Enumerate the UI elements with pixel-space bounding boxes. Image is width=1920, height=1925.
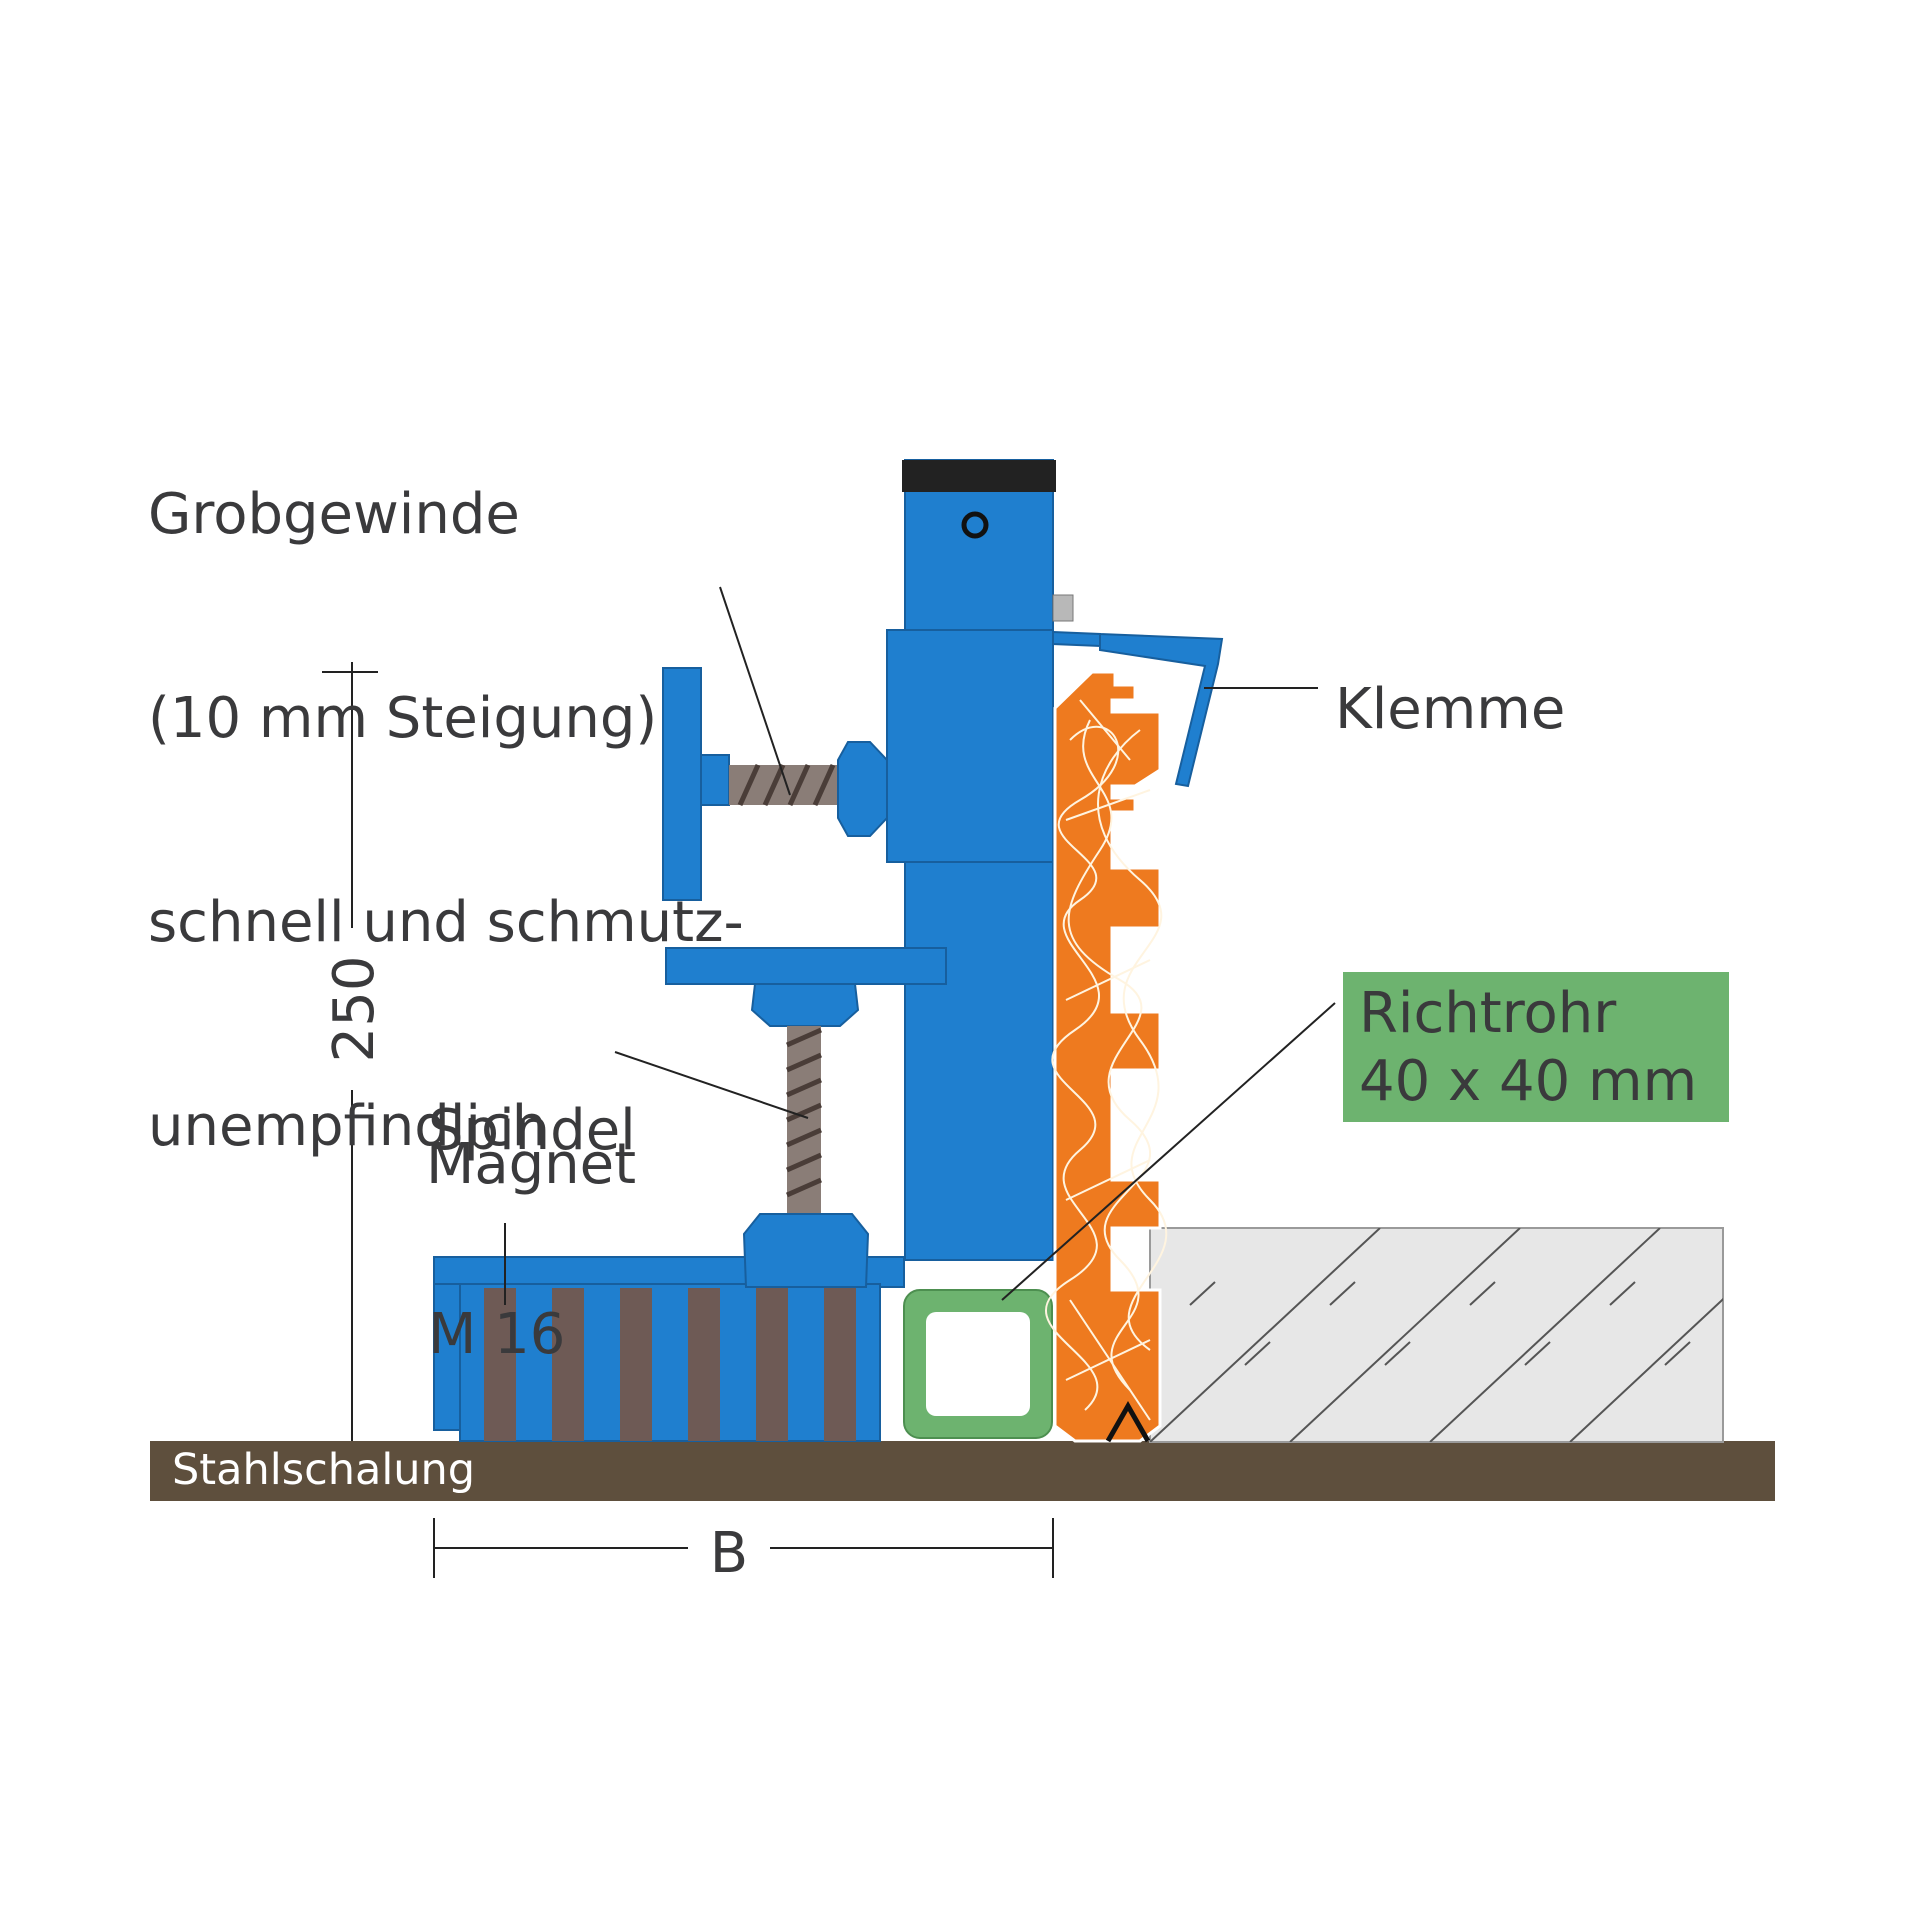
stahlschalung-label: Stahlschalung: [172, 1445, 475, 1495]
sliding-sleeve: [886, 629, 1054, 863]
board-foot-triangle: [1105, 1400, 1151, 1443]
magnet-label: Magnet: [426, 1132, 637, 1197]
grobgewinde-line-1: Grobgewinde: [148, 482, 520, 547]
leader-richtrohr: [1001, 1002, 1336, 1301]
leader-grobgewinde: [719, 586, 791, 796]
spindle-knob: [742, 1213, 870, 1288]
spindle-assembly: [665, 947, 947, 1288]
width-dimension: B: [433, 1518, 1054, 1586]
grobgewinde-line-4: unempfindlich: [148, 1094, 548, 1159]
grobgewinde-line-2: (10 mm Steigung): [148, 686, 658, 751]
grobgewinde-label: Grobgewinde (10 mm Steigung) schnell und…: [148, 345, 744, 1229]
orange-shutter-board: [1044, 670, 1168, 1443]
klemme-label: Klemme: [1335, 677, 1566, 742]
richtrohr-tube: [903, 1289, 1053, 1439]
spindel-label: Spindel M 16: [428, 961, 636, 1437]
grobgewinde-line-3: schnell und schmutz-: [148, 890, 744, 955]
coarse-thread-assembly: [662, 667, 888, 901]
coarse-thread-nut: [837, 741, 888, 837]
concrete-block: [1149, 1227, 1724, 1443]
steel-formwork-floor: [150, 1441, 1775, 1501]
richtrohr-line-1: Richtrohr: [1359, 981, 1617, 1046]
height-dimension-label: 250: [322, 956, 387, 1063]
clamp-bracket: [1052, 630, 1224, 788]
column-pin-hole: [961, 511, 989, 539]
leader-spindel: [614, 1051, 809, 1119]
spindel-line-2: M 16: [428, 1302, 566, 1367]
width-dimension-label: B: [710, 1521, 748, 1586]
richtrohr-callout: Richtrohr 40 x 40 mm: [1343, 972, 1729, 1122]
spindel-line-1: Spindel: [428, 1098, 636, 1163]
height-dimension: 250: [322, 662, 387, 1441]
richtrohr-line-2: 40 x 40 mm: [1359, 1049, 1698, 1114]
